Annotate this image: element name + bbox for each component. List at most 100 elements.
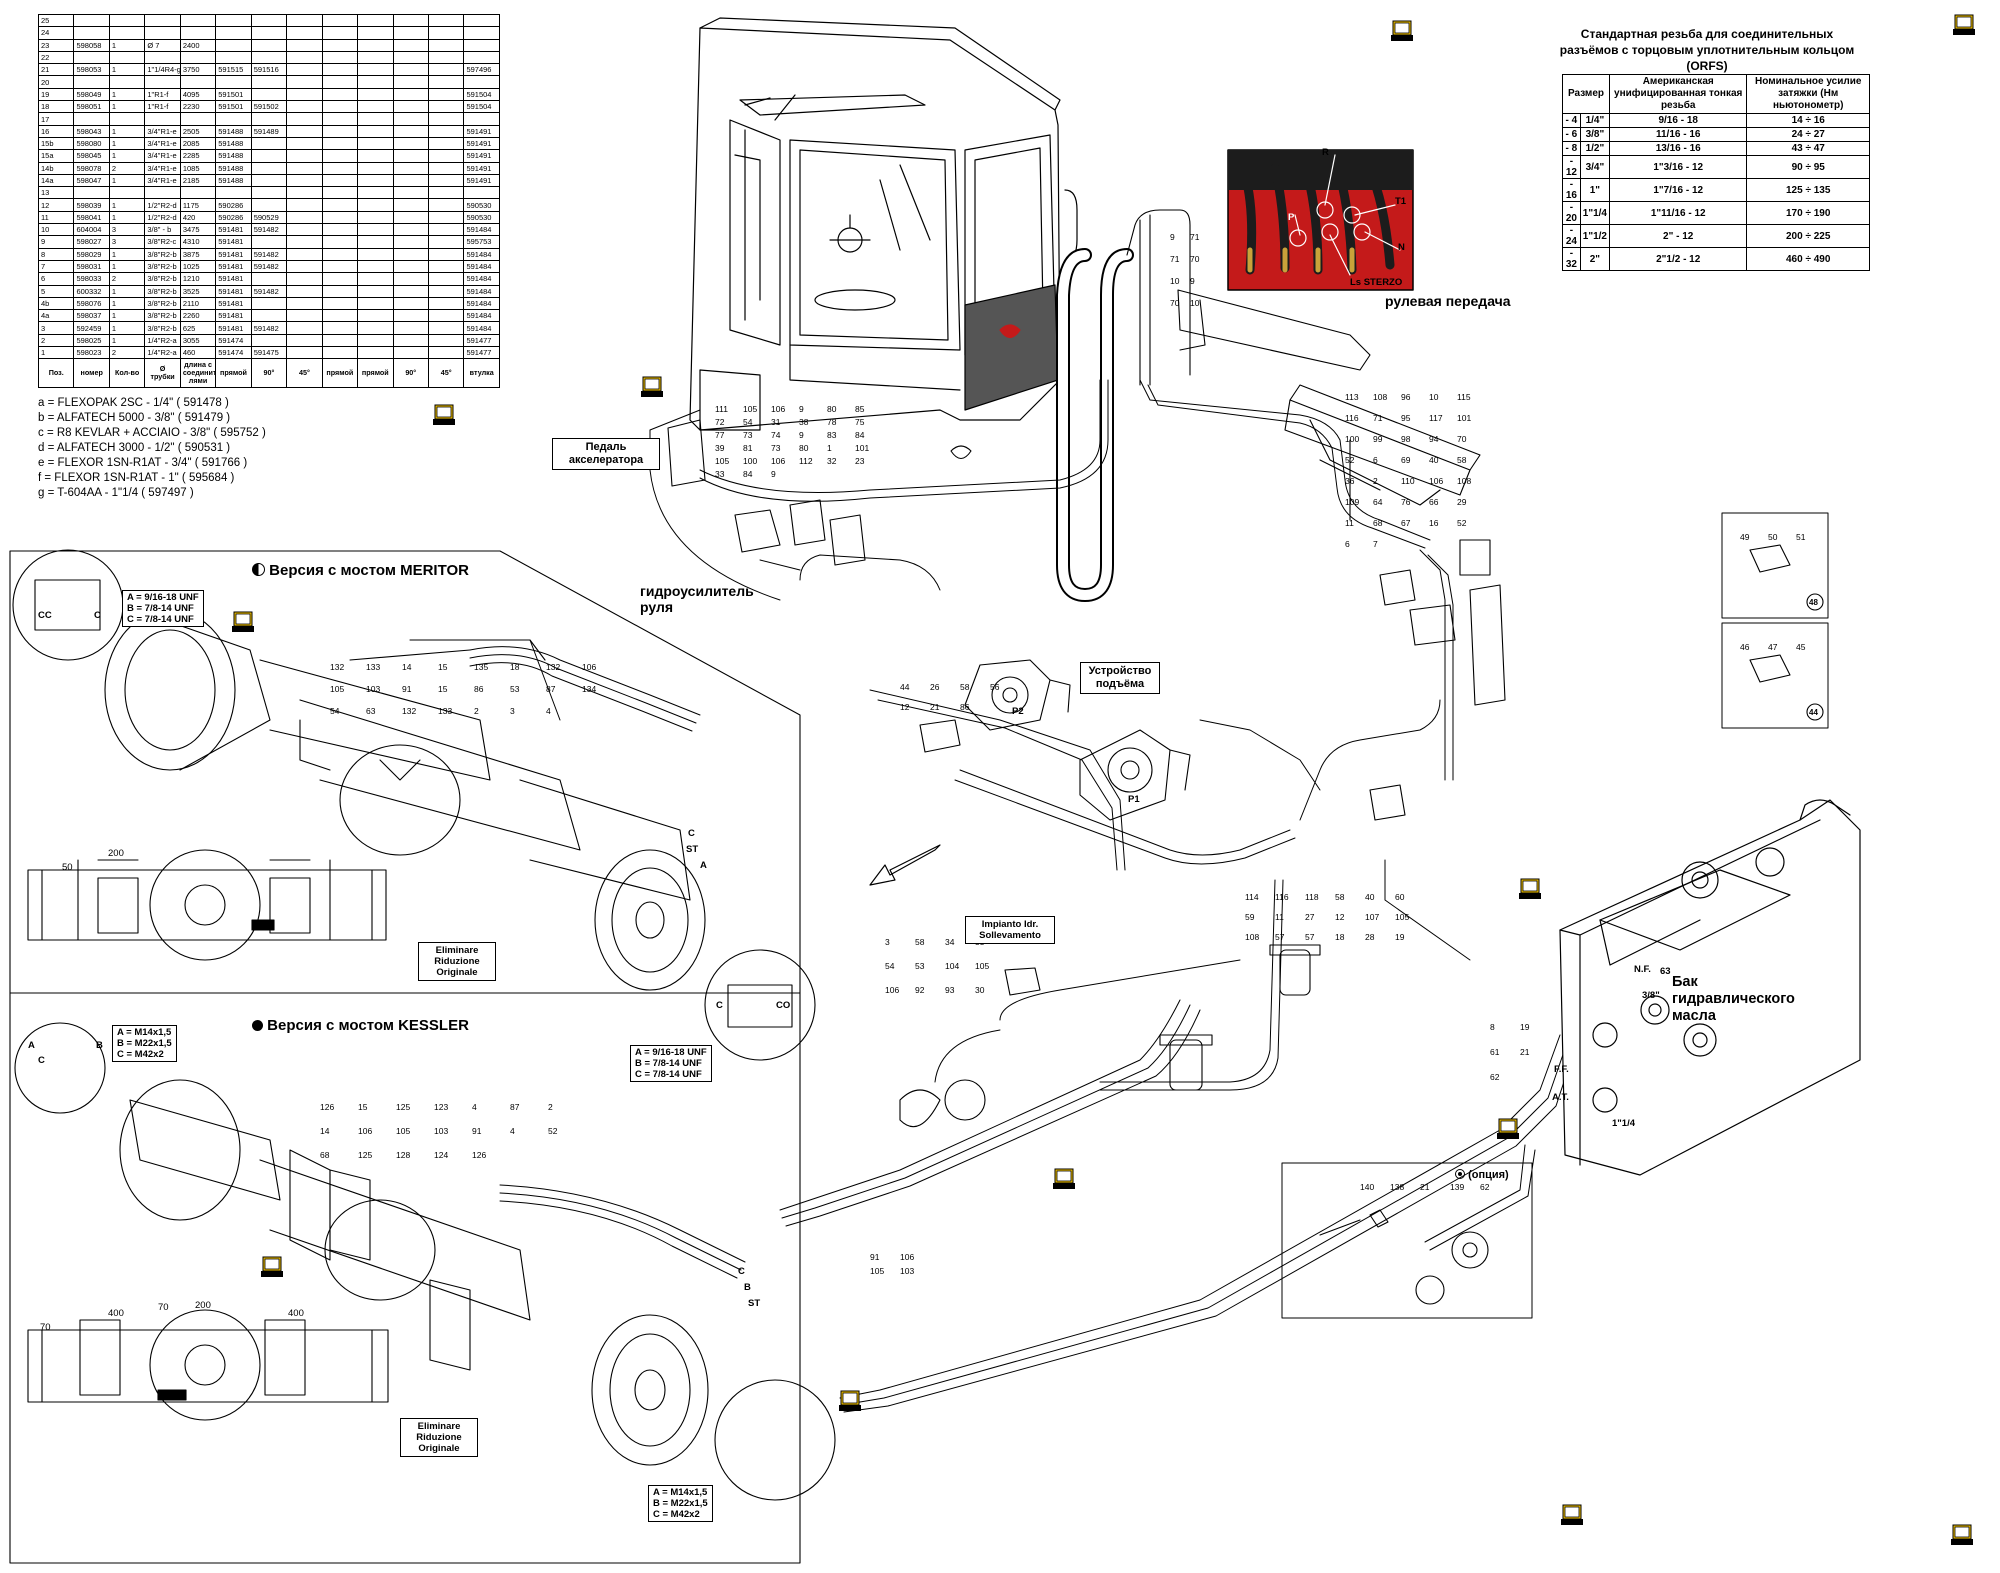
parts-cell-sleeve: 591484 xyxy=(463,259,500,274)
parts-cell-fitting2 xyxy=(250,173,288,188)
parts-cell-sleeve: 591491 xyxy=(463,149,500,163)
parts-cell-pos: 24 xyxy=(37,26,75,40)
parts-cell-pos: 16 xyxy=(37,124,75,138)
callout-cab: 78 xyxy=(827,417,837,427)
parts-cell-fitting7 xyxy=(427,296,465,311)
parts-cell-fitting6 xyxy=(392,259,429,274)
orfs-cell-torque: 125 ÷ 135 xyxy=(1746,178,1870,202)
parts-cell-tube xyxy=(144,112,181,126)
orfs-cell-torque: 200 ÷ 225 xyxy=(1746,224,1870,248)
callout-lift: 93 xyxy=(945,985,955,995)
callout-meritor: 133 xyxy=(366,662,380,672)
kessler-section-frame xyxy=(9,992,801,1564)
parts-cell-fitting4 xyxy=(321,38,359,52)
callout-frame: 71 xyxy=(1373,413,1383,423)
thread-spec-meritor-top: A = 9/16-18 UNF B = 7/8-14 UNF C = 7/8-1… xyxy=(122,590,204,627)
parts-cell-fitting6 xyxy=(392,112,429,126)
parts-cell-fitting1 xyxy=(215,186,252,200)
callout-cab: 111 xyxy=(715,404,728,414)
callout-cab: 9 xyxy=(799,430,804,440)
lifting-device-label: Устройство подъёма xyxy=(1080,662,1160,694)
parts-cell-fitting1: 591488 xyxy=(215,149,252,163)
brand-logo-icon xyxy=(1052,1168,1076,1190)
parts-cell-num: 598051 xyxy=(73,100,110,114)
callout-cab: 85 xyxy=(855,404,865,414)
parts-cell-fitting1: 591488 xyxy=(215,161,252,175)
callout-tank: 61 xyxy=(1490,1047,1500,1057)
orfs-cell-dash: - 24 xyxy=(1562,224,1581,248)
parts-cell-fitting5 xyxy=(357,247,394,261)
parts-cell-fitting4 xyxy=(321,87,359,102)
callout-option: 138 xyxy=(1390,1182,1404,1192)
parts-cell-fitting4 xyxy=(321,124,359,138)
parts-cell-fitting1: 591488 xyxy=(215,124,252,138)
callout-frame: 16 xyxy=(1429,518,1439,528)
parts-cell-fitting6 xyxy=(392,173,429,188)
callout-kessler: 106 xyxy=(358,1126,372,1136)
callout-cab: 112 xyxy=(799,456,813,466)
tank-label-at: A.T. xyxy=(1552,1092,1569,1103)
parts-cell-len xyxy=(179,75,217,89)
parts-cell-fitting3 xyxy=(286,173,323,188)
accelerator-pedal-label: Педаль акселератора xyxy=(552,438,660,470)
parts-cell-fitting4 xyxy=(321,333,359,348)
parts-cell-len: 1210 xyxy=(179,272,217,286)
legend-item: a = FLEXOPAK 2SC - 1/4" ( 591478 ) xyxy=(38,397,229,409)
parts-cell-num: 598041 xyxy=(73,210,110,225)
parts-cell-fitting7 xyxy=(427,63,465,77)
hydraulic-tank xyxy=(1559,799,1861,1176)
parts-cell-fitting7 xyxy=(427,210,465,225)
parts-cell-fitting5 xyxy=(357,136,394,151)
parts-cell-pos: 11 xyxy=(37,210,75,225)
hydraulic-tank-label: Бак гидравлического масла xyxy=(1672,974,1795,1024)
parts-cell-fitting2 xyxy=(250,309,288,323)
brand-logo-icon xyxy=(1952,14,1976,36)
callout-filters: 60 xyxy=(1395,892,1405,902)
parts-cell-sleeve xyxy=(463,50,500,65)
brand-logo-icon xyxy=(260,1256,284,1278)
callout-detail44: 47 xyxy=(1768,642,1778,652)
callout-cab: 1 xyxy=(827,443,832,453)
meritor-axle xyxy=(12,549,816,1061)
parts-cell-fitting3 xyxy=(286,235,323,249)
parts-cell-num: 604004 xyxy=(73,223,110,237)
tank-label-114: 1"1/4 xyxy=(1612,1118,1635,1129)
detail-48-box xyxy=(1721,512,1829,619)
parts-cell-tube: 1/4"R2-a xyxy=(144,346,181,360)
parts-table-row: 22 xyxy=(37,50,500,65)
callout-option: 139 xyxy=(1450,1182,1464,1192)
parts-cell-len: 3525 xyxy=(179,284,217,298)
parts-cell-fitting7 xyxy=(427,75,465,89)
parts-cell-len: 1085 xyxy=(179,161,217,175)
parts-cell-fitting1: 591481 xyxy=(215,321,252,335)
parts-cell-len xyxy=(179,50,217,65)
conn-letter-st: ST xyxy=(686,844,699,855)
parts-cell-fitting2 xyxy=(250,50,288,65)
parts-cell-qty: 2 xyxy=(108,346,146,360)
parts-cell-fitting5 xyxy=(357,100,394,114)
parts-cell-qty: 2 xyxy=(108,161,146,175)
parts-cell-fitting5 xyxy=(357,186,394,200)
parts-cell-len: 2285 xyxy=(179,149,217,163)
callout-lift: 34 xyxy=(945,937,955,947)
parts-cell-fitting7 xyxy=(427,26,465,40)
parts-cell-fitting3 xyxy=(286,161,323,175)
parts-cell-fitting5 xyxy=(357,235,394,249)
callout-detail48: 49 xyxy=(1740,532,1750,542)
thread-spec-meritor-bottom: A = 9/16-18 UNF B = 7/8-14 UNF C = 7/8-1… xyxy=(630,1045,712,1082)
hub-letter-cc: CC xyxy=(38,610,52,621)
parts-cell-len: 3875 xyxy=(179,247,217,261)
photo-label-p: P xyxy=(1288,212,1295,223)
callout-kessler: 4 xyxy=(510,1126,515,1136)
parts-cell-len xyxy=(179,13,217,28)
lift-system-label: Impianto Idr. Sollevamento xyxy=(965,916,1055,944)
callout-lift: 3 xyxy=(885,937,890,947)
parts-cell-pos: 15a xyxy=(37,149,75,163)
parts-cell-fitting6 xyxy=(392,284,429,298)
callout-pump: 12 xyxy=(900,702,910,712)
callout-cab: 80 xyxy=(799,443,809,453)
